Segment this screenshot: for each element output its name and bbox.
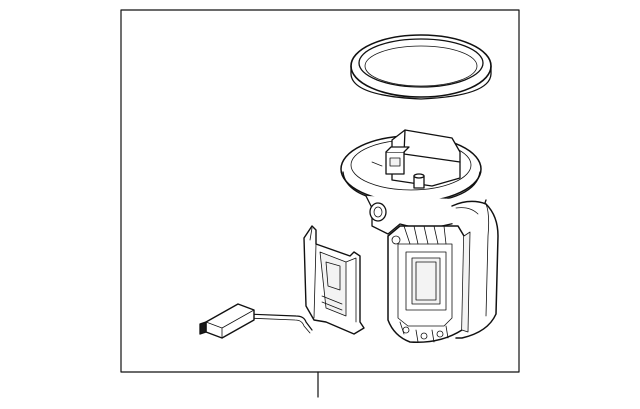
pump-flange-cap	[340, 129, 482, 205]
pump-reservoir-bucket	[365, 195, 499, 343]
fuel-level-sender	[303, 225, 365, 335]
diagram-frame	[120, 9, 520, 398]
sender-float-arm	[199, 303, 313, 339]
lock-ring-seal	[350, 34, 492, 100]
